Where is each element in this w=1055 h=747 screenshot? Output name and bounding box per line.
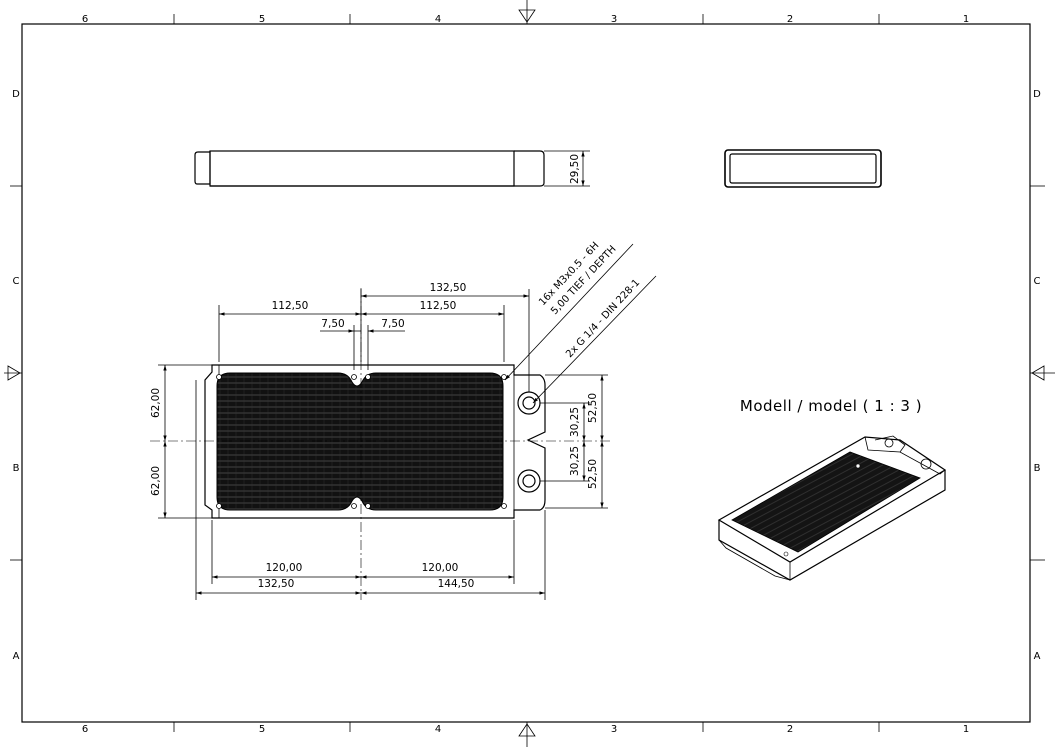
iso-model: Modell / model ( 1 : 3 ) (717, 397, 947, 581)
zone-row-label: B (1034, 463, 1041, 474)
dim-52-50-top: 52,50 (587, 393, 599, 423)
zone-col-label: 1 (963, 14, 969, 25)
zone-col-label: 4 (435, 724, 441, 735)
top-view: 29,50 (194, 150, 590, 187)
zone-col-label: 5 (259, 724, 265, 735)
dim-52-50-bottom: 52,50 (587, 459, 599, 489)
mount-holes (216, 374, 507, 509)
dim-132-50-top: 132,50 (430, 282, 467, 294)
zone-column-ticks (173, 0, 880, 747)
zone-col-label: 6 (82, 724, 88, 735)
dim-62-top: 62,00 (150, 388, 162, 418)
radiator-core (216, 372, 504, 511)
iso-model-title: Modell / model ( 1 : 3 ) (740, 397, 922, 415)
zone-col-label: 2 (787, 724, 793, 735)
dim-112-50-left: 112,50 (272, 300, 309, 312)
zone-col-label: 3 (611, 724, 617, 735)
zone-row-ticks (4, 185, 1055, 561)
zone-col-label: 2 (787, 14, 793, 25)
zone-col-label: 1 (963, 724, 969, 735)
dim-112-50-right: 112,50 (420, 300, 457, 312)
zone-col-label: 3 (611, 14, 617, 25)
dim-height-side: 29,50 (569, 154, 581, 184)
zone-row-labels-left: D C B A (12, 89, 20, 662)
zone-col-label: 5 (259, 14, 265, 25)
dim-144-50-bottom: 144,50 (438, 578, 475, 590)
zone-column-labels-bottom: 6 5 4 3 2 1 (82, 724, 969, 735)
dim-132-50-bottom: 132,50 (258, 578, 295, 590)
dim-7-50-right: 7,50 (381, 318, 404, 330)
g14-port-bottom (517, 469, 541, 493)
zone-column-labels-top: 6 5 4 3 2 1 (82, 14, 969, 25)
front-dimensions-left: 62,00 62,00 (150, 364, 212, 519)
end-view (724, 149, 882, 188)
zone-row-label: B (13, 463, 20, 474)
drawing-border (21, 23, 1031, 723)
front-dimensions-right: 30,25 30,25 52,50 52,50 (540, 374, 608, 509)
zone-row-labels-right: D C B A (1033, 89, 1041, 662)
dim-30-25-top: 30,25 (569, 407, 581, 437)
g14-port-top (517, 391, 541, 415)
dim-30-25-bottom: 30,25 (569, 446, 581, 476)
zone-row-label: C (13, 276, 20, 287)
zone-row-label: D (12, 89, 20, 100)
zone-row-label: D (1033, 89, 1041, 100)
zone-row-label: C (1034, 276, 1041, 287)
dim-7-50-left: 7,50 (321, 318, 344, 330)
dim-120-left: 120,00 (266, 562, 303, 574)
zone-col-label: 4 (435, 14, 441, 25)
zone-col-label: 6 (82, 14, 88, 25)
zone-row-label: A (1034, 651, 1041, 662)
dim-120-right: 120,00 (422, 562, 459, 574)
dim-62-bottom: 62,00 (150, 466, 162, 496)
front-dimensions-bottom: 120,00 120,00 132,50 144,50 (195, 380, 546, 600)
front-dimensions-top: 132,50 112,50 112,50 7,50 7,50 (218, 282, 530, 392)
zone-row-label: A (13, 651, 20, 662)
